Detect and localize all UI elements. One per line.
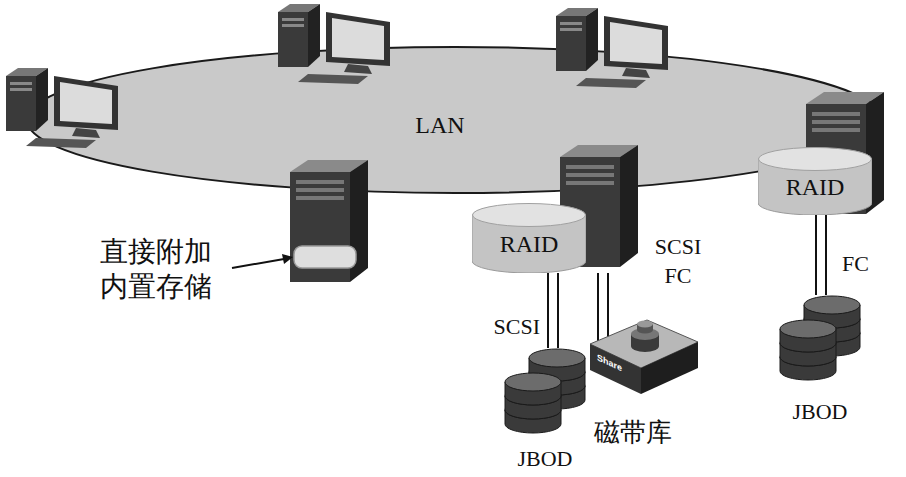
computer [278,4,390,84]
node-outline [495,348,595,444]
shape-ellipse [780,320,836,338]
shape-ellipse [529,349,585,367]
shape-ellipse [637,321,653,328]
callout-label: 直接附加 内置存储 [100,234,228,304]
node-outline [770,295,870,397]
interface-label: FC [842,250,869,279]
lan-ellipse: LAN [25,45,885,195]
shape-ellipse [27,47,883,193]
raid-cylinder: RAID [758,147,872,215]
cable-connector [816,215,826,295]
cable-connector [598,273,608,342]
interface-label: SCSI [494,313,540,342]
computer [6,68,118,148]
internal-disk [294,246,356,268]
node-label: JBOD [517,446,572,472]
shape-ellipse [759,148,872,171]
cable-connector [548,273,558,348]
node-label: LAN [415,111,464,140]
node-outline [565,312,700,402]
tape-library: Share磁带库 [565,312,700,452]
interface-label: SCSI FC [646,233,710,290]
node-label: 磁带库 [594,417,672,448]
node-label: JBOD [792,399,847,425]
shape-ellipse [505,373,561,391]
shape-ellipse [804,296,860,314]
jbod-stack: JBOD [495,348,595,472]
shape-ellipse [473,204,586,227]
server [290,160,368,282]
leader-line [232,259,284,268]
shape-polygon [590,344,641,394]
raid-cylinder: RAID [472,203,612,273]
leader-arrowhead [282,254,293,264]
node-label: RAID [758,173,872,202]
jbod-stack: JBOD [770,295,870,425]
computer [556,8,668,88]
node-label: RAID [472,230,586,259]
